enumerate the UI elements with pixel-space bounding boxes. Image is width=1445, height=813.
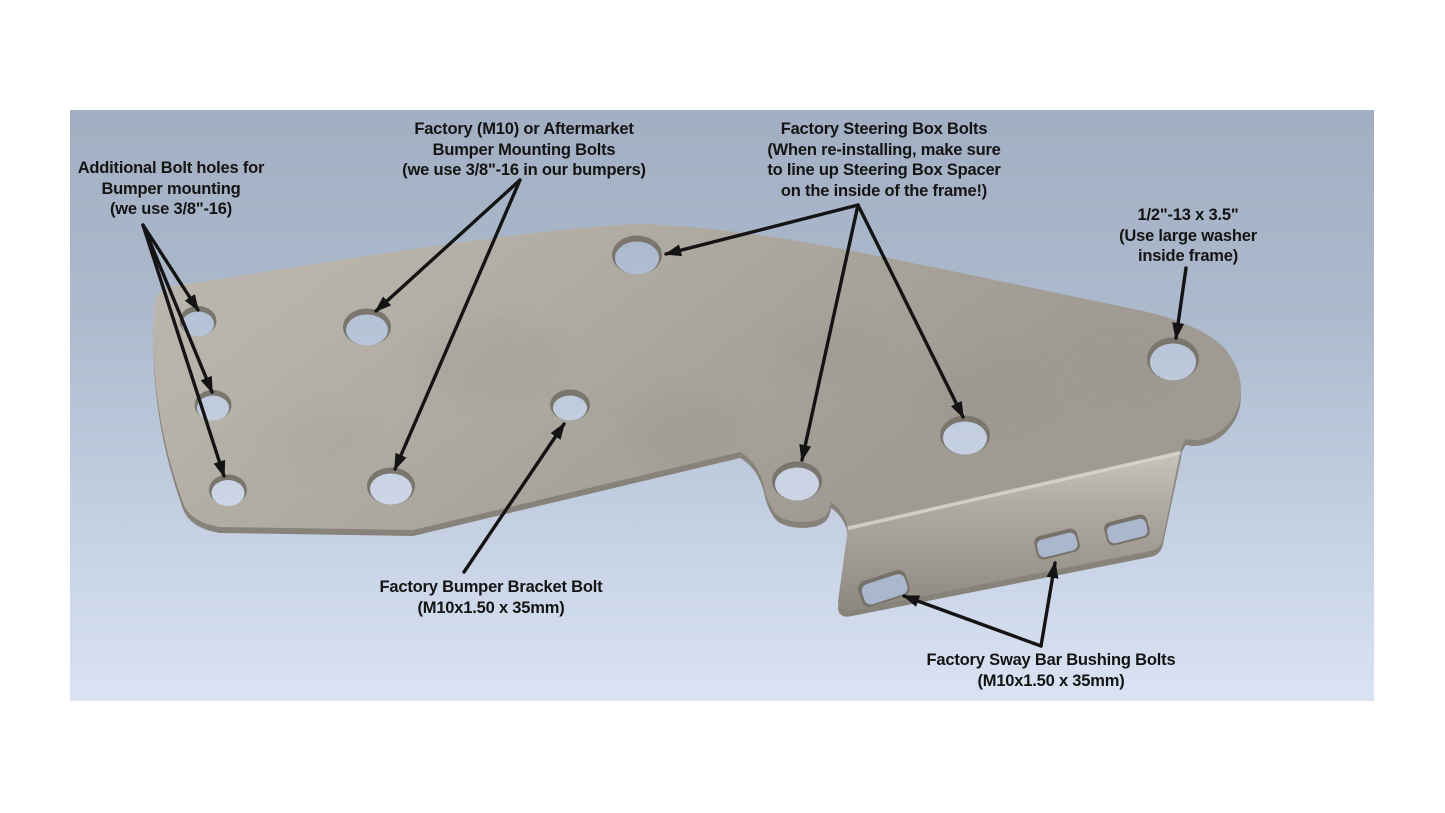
callout-sway-bar-bolts: Factory Sway Bar Bushing Bolts (M10x1.50…	[891, 650, 1211, 691]
callout-half-inch-bolt: 1/2"-13 x 3.5" (Use large washer inside …	[1078, 205, 1298, 267]
callout-line: on the inside of the frame!)	[780, 181, 988, 200]
bracket-diagram-svg	[141, 178, 1241, 648]
leader-arrows	[141, 178, 1188, 648]
flange-fold-highlight	[847, 451, 1181, 530]
callout-steering-box-bolts: Factory Steering Box Bolts (When re-inst…	[724, 119, 1044, 201]
arrow-steering-box-2	[799, 203, 860, 462]
callout-line: (When re-installing, make sure	[767, 140, 1001, 159]
arrow-bumper-bracket	[462, 422, 566, 574]
bolt-hole-small-1	[179, 306, 217, 337]
callout-line: Factory Bumper Bracket Bolt	[379, 578, 603, 596]
callout-line: (we use 3/8"-16 in our bumpers)	[402, 161, 646, 179]
sway-bar-slot-1	[857, 570, 910, 608]
bolt-hole-small-3	[209, 474, 247, 506]
arrow-bumper-mount-1	[374, 178, 522, 313]
arrow-steering-box-1	[664, 203, 860, 257]
callout-line: Factory (M10) or Aftermarket	[414, 120, 634, 138]
callout-bumper-bracket-bolt: Factory Bumper Bracket Bolt (M10x1.50 x …	[341, 577, 641, 618]
callout-line: 1/2"-13 x 3.5"	[1137, 206, 1239, 224]
sway-bar-slots	[857, 514, 1150, 608]
arrow-steering-box-3	[856, 203, 965, 419]
callout-additional-bolt-holes: Additional Bolt holes for Bumper mountin…	[70, 158, 301, 220]
callout-line: Factory Steering Box Bolts	[780, 120, 988, 138]
callout-line: Bumper mounting	[101, 179, 241, 198]
callout-line: (M10x1.50 x 35mm)	[417, 598, 565, 617]
callout-line: (M10x1.50 x 35mm)	[977, 671, 1125, 690]
half-inch-hole	[1147, 337, 1199, 381]
bumper-bracket-hole	[550, 389, 590, 421]
steering-box-hole-tab	[772, 461, 822, 501]
arrow-sway-bar-1	[902, 594, 1043, 648]
steering-box-hole-top	[612, 235, 662, 275]
bumper-mount-hole-2	[367, 467, 415, 505]
callout-line: Additional Bolt holes for	[77, 159, 265, 177]
arrow-bumper-mount-2	[393, 178, 522, 471]
arrow-additional-hole-2	[141, 223, 214, 394]
arrow-additional-hole-1	[141, 223, 200, 312]
bumper-mount-hole-1	[343, 308, 391, 346]
cad-render-image: Additional Bolt holes for Bumper mountin…	[70, 110, 1374, 701]
callout-line: (we use 3/8"-16)	[109, 200, 232, 218]
arrow-additional-hole-3	[141, 223, 226, 478]
callout-line: to line up Steering Box Spacer	[767, 161, 1001, 179]
callout-line: (Use large washer	[1119, 226, 1257, 245]
sway-bar-slot-3	[1104, 514, 1150, 546]
callout-bumper-mounting-bolts: Factory (M10) or Aftermarket Bumper Moun…	[364, 119, 684, 181]
bracket-bent-flange	[838, 452, 1180, 611]
bolt-holes	[179, 235, 1199, 506]
arrow-sway-bar-2	[1039, 561, 1059, 648]
sway-bar-slot-2	[1034, 528, 1080, 560]
callout-line: Bumper Mounting Bolts	[432, 140, 616, 159]
callout-line: inside frame)	[1137, 247, 1239, 265]
arrow-half-inch-hole	[1172, 266, 1188, 340]
callout-line: Factory Sway Bar Bushing Bolts	[926, 651, 1176, 669]
steering-box-hole-right	[940, 415, 990, 455]
